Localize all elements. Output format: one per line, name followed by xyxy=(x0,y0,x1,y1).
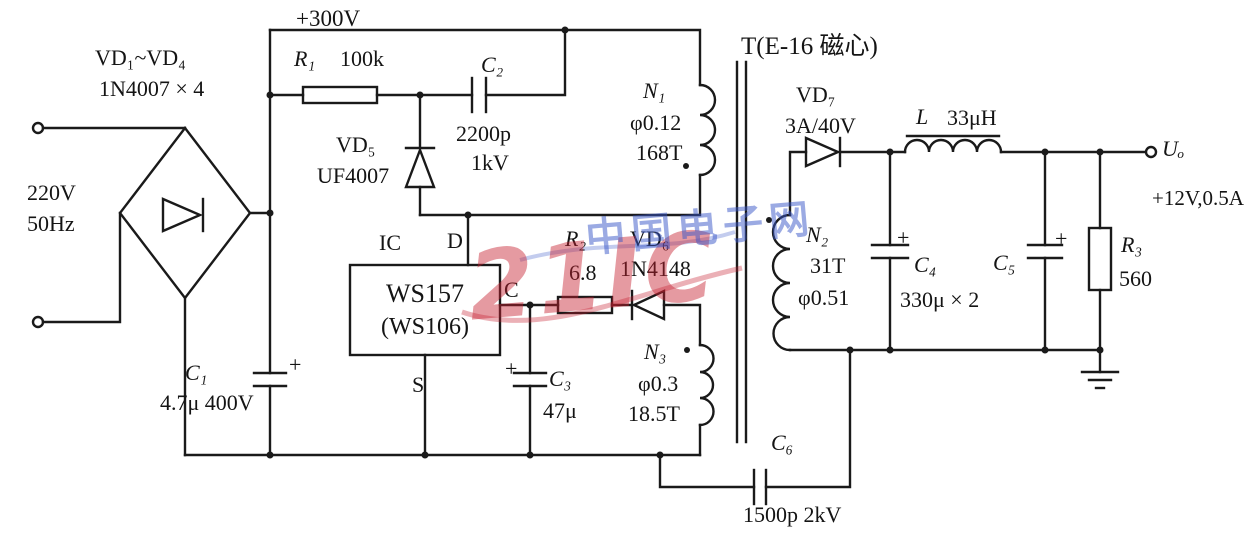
output-terminal xyxy=(1144,145,1158,159)
label-r2-value: 6.8 xyxy=(569,260,597,285)
capacitor-c4 xyxy=(870,150,910,352)
ic-alt-name: (WS106) xyxy=(381,314,469,340)
resistor-r3 xyxy=(1087,150,1113,352)
label-n2-name: N₂ xyxy=(806,222,829,247)
label-c3-value: 47μ xyxy=(543,398,577,423)
label-n1-name: N₁ xyxy=(643,78,666,103)
label-c3-name: C₃ xyxy=(549,366,572,391)
label-c5-polarity: + xyxy=(1055,226,1068,251)
label-r3-name: R₃ xyxy=(1121,232,1143,257)
winding-n1 xyxy=(698,83,717,177)
label-c6-value: 1500p 2kV xyxy=(743,502,842,527)
capacitor-c2 xyxy=(418,28,567,114)
label-pin-s: S xyxy=(412,372,425,397)
capacitor-c5 xyxy=(1026,150,1064,352)
label-c1-name: C₁ xyxy=(185,360,208,385)
capacitor-c1 xyxy=(252,371,288,457)
label-c6-name: C₆ xyxy=(771,430,794,455)
winding-polarity-dots xyxy=(683,163,772,353)
ic-name: WS157 xyxy=(386,279,464,308)
winding-n2 xyxy=(771,150,808,352)
label-output-name: Uₒ xyxy=(1162,136,1185,161)
label-ac-voltage: 220V xyxy=(27,180,76,205)
capacitor-c6 xyxy=(658,348,852,506)
label-r1-name: R₁ xyxy=(294,46,316,71)
label-c4-polarity: + xyxy=(897,225,910,250)
label-n1-turns: 168T xyxy=(636,140,683,165)
label-vd6-value: 1N4148 xyxy=(620,256,691,281)
label-bridge-name: VD₁~VD₄ xyxy=(95,45,186,70)
label-transformer: T(E-16 磁心) xyxy=(741,33,878,60)
label-c2-name: C₂ xyxy=(481,52,504,77)
label-bridge-value: 1N4007 × 4 xyxy=(99,76,205,101)
label-n2-turns: 31T xyxy=(810,253,846,278)
label-vd5-name: VD₅ xyxy=(336,132,376,157)
label-vd7-name: VD₇ xyxy=(796,82,836,107)
bridge-rectifier xyxy=(118,126,272,457)
label-ac-frequency: 50Hz xyxy=(27,211,75,236)
label-c4-c5-value: 330μ × 2 xyxy=(900,287,980,312)
label-c3-polarity: + xyxy=(505,356,518,381)
label-n1-wire: φ0.12 xyxy=(630,110,682,135)
label-r1-value: 100k xyxy=(340,46,384,71)
label-c2-value2: 1kV xyxy=(471,150,509,175)
inductor-l xyxy=(903,134,1148,154)
winding-n3 xyxy=(698,343,715,427)
label-l-name: L xyxy=(916,104,929,129)
label-l-value: 33μH xyxy=(947,105,997,130)
label-pin-ic: IC xyxy=(379,230,401,255)
label-n2-wire: φ0.51 xyxy=(798,285,850,310)
label-n3-turns: 18.5T xyxy=(628,401,680,426)
ground-symbol xyxy=(1080,348,1120,390)
input-terminals xyxy=(31,121,187,329)
label-output-value: +12V,0.5A xyxy=(1152,186,1244,210)
label-r2-name: R₂ xyxy=(565,226,587,251)
label-c5-name: C₅ xyxy=(993,250,1016,275)
watermark-swoosh xyxy=(461,230,743,324)
label-c4-name: C₄ xyxy=(914,252,937,277)
label-c2-value1: 2200p xyxy=(456,121,511,146)
label-vd5-value: UF4007 xyxy=(317,163,390,188)
label-n3-wire: φ0.3 xyxy=(638,371,679,396)
junction-dots xyxy=(266,26,1104,459)
resistor-r1 xyxy=(268,85,422,105)
label-pin-c: C xyxy=(504,277,519,302)
transformer-core xyxy=(735,60,748,444)
diode-vd6 xyxy=(610,289,702,347)
capacitor-c3 xyxy=(512,303,548,457)
label-vd6-name: VD₆ xyxy=(630,226,670,251)
wire-plus300-rail xyxy=(268,28,702,375)
label-n3-name: N₃ xyxy=(644,339,667,364)
diode-vd5 xyxy=(404,93,436,217)
label-r3-value: 560 xyxy=(1119,266,1152,291)
label-supply-rail: +300V xyxy=(296,6,361,31)
diode-vd7 xyxy=(804,136,907,168)
label-pin-d: D xyxy=(447,228,463,253)
label-c1-polarity: + xyxy=(289,352,302,377)
wire-drain xyxy=(418,173,702,267)
label-c1-value: 4.7μ 400V xyxy=(160,390,254,415)
wire-primary-ground xyxy=(183,423,702,457)
label-vd7-value: 3A/40V xyxy=(785,113,856,138)
